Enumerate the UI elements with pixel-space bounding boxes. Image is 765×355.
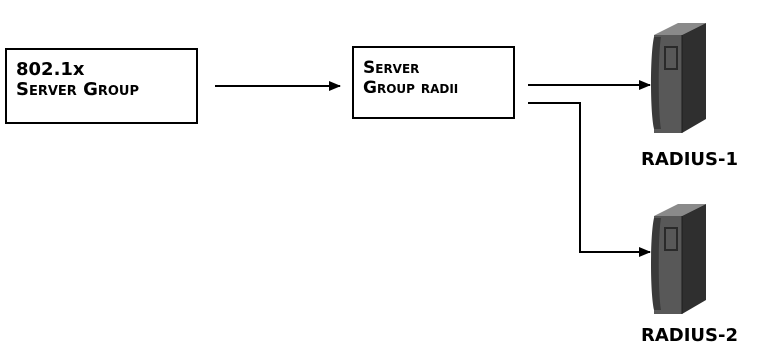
box-8021x-line1: 802.1x [16, 59, 85, 80]
box-group-line2: Group radii [363, 78, 459, 98]
server-label-radius2: RADIUS-2 [641, 325, 739, 346]
box-8021x-server-group: 802.1x Server Group [5, 48, 198, 124]
box-group-line1: Server [363, 58, 420, 78]
box-8021x-line2: Server Group [16, 79, 139, 100]
server-label-radius1: RADIUS-1 [641, 149, 739, 170]
box-server-group-radii: Server Group radii [352, 46, 515, 119]
server-tower-icon [651, 23, 706, 133]
server-tower-icon [651, 204, 706, 314]
arrow-group-to-radius2 [528, 102, 651, 257]
